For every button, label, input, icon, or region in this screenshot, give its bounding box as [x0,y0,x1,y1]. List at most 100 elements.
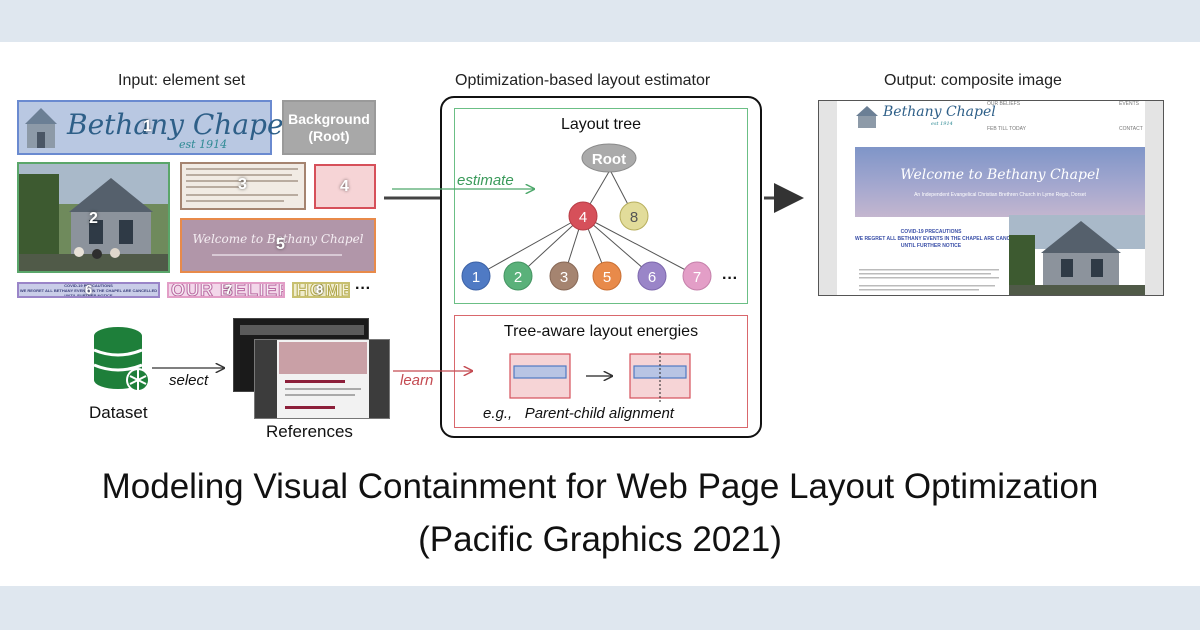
tree-leaf-3-label: 3 [560,269,568,286]
element-8-text: HOME [296,282,350,298]
output-covid-notice: COVID-19 PRECAUTIONS WE REGRET ALL BETHA… [855,229,1027,250]
tree-node-8 [619,201,649,231]
element-6-notice: COVID-19 PRECAUTIONS WE REGRET ALL BETHA… [17,282,160,298]
output-banner-title: Welcome to Bethany Chapel [900,167,1100,183]
reference-thumbnail-front [254,339,390,419]
energies-caption-text: Parent-child alignment [524,405,674,422]
background-root-element: Background (Root) [282,100,376,155]
estimator-section-title: Optimization-based layout estimator [455,72,711,89]
output-chapel-photo [1009,215,1145,295]
tree-leaf-2-label: 2 [514,269,522,286]
element-1-number: 1 [143,118,152,135]
energy-child-before [513,365,567,379]
background-bottom-band [0,586,1200,630]
reference-front-line-3 [285,394,355,396]
chapel-logo-icon [25,108,57,148]
reference-front-sidebar-left [255,340,277,418]
output-nav-3[interactable]: FEB TILL TODAY [987,126,1026,132]
figure-title-line-2: (Pacific Graphics 2021) [418,520,782,559]
element-6-line-1: COVID-19 PRECAUTIONS [64,283,113,288]
element-8-number: 8 [316,282,324,297]
element-7-text: OUR BELIEFS [170,282,283,298]
tree-leaf-6 [637,261,667,291]
tree-leaf-7-label: 7 [693,269,701,286]
energies-caption-eg: e.g., [483,405,513,422]
output-nav-2[interactable]: EVENTS [1119,101,1140,107]
dataset-label: Dataset [89,403,148,422]
element-4-number: 4 [340,178,349,195]
energies-title: Tree-aware layout energies [503,323,699,340]
elements-more-ellipsis: ··· [355,280,371,297]
tree-node-4-label: 4 [579,209,587,226]
element-6-line-2: WE REGRET ALL BETHANY EVENTS IN THE CHAP… [19,288,158,293]
output-section-title: Output: composite image [884,72,1062,89]
output-covid-line-3: UNTIL FURTHER NOTICE [900,243,962,249]
background-root-label: Background (Root) [288,110,370,144]
element-1-est-text: est 1914 [179,138,228,151]
paragraph-lines-image [186,168,298,202]
output-left-margin [819,101,837,295]
references-label: References [266,422,353,441]
element-8-nav-text: HOME 8 [292,282,350,298]
output-paragraph-lines [859,269,999,291]
energies-caption: e.g., Parent-child alignment [483,405,674,422]
output-covid-line-1: COVID-19 PRECAUTIONS [900,229,962,235]
element-5-banner: Welcome to Bethany Chapel 5 [180,218,376,273]
element-3-paragraph: 3 [180,162,306,210]
element-7-nav-text: OUR BELIEFS 7 [167,282,285,298]
reference-front-sidebar-right [369,340,389,418]
element-7-number: 7 [225,282,233,297]
element-1-logo-text: Bethany Chapel [67,108,293,141]
tree-leaf-5-label: 5 [603,269,611,286]
element-5-number: 5 [276,236,285,253]
tree-node-4 [568,201,598,231]
tree-leaf-7 [682,261,712,291]
output-nav-4[interactable]: CONTACT [1119,126,1143,132]
element-6-line-3: UNTIL FURTHER NOTICE [64,293,113,298]
tree-node-root-label: Root [592,151,626,168]
output-logo-text: Bethany Chapel [883,104,996,120]
output-covid-line-2: WE REGRET ALL BETHANY EVENTS IN THE CHAP… [855,236,1027,242]
tree-leaf-ellipsis: ··· [722,270,738,287]
output-right-margin [1145,101,1163,295]
element-5-subline [212,254,342,256]
reference-back-header [240,325,364,335]
output-logo-est: est 1914 [931,121,953,127]
output-chapel-logo-icon [856,106,878,128]
element-2-photo: 2 [17,162,170,273]
select-label: select [169,372,209,389]
output-banner: Welcome to Bethany Chapel An Independent… [855,147,1145,217]
tree-leaf-5 [592,261,622,291]
reference-front-line-1 [285,380,345,383]
tree-leaf-1 [461,261,491,291]
element-4-container: 4 [314,164,376,209]
figure-title-line-1: Modeling Visual Containment for Web Page… [101,467,1099,506]
output-banner-subtitle: An Independent Evangelical Christian Bre… [914,192,1086,198]
output-composite: Bethany Chapel est 1914 OUR BELIEFS EVEN… [818,100,1164,296]
background-top-band [0,0,1200,42]
tree-leaf-1-label: 1 [472,269,480,286]
database-icon [93,327,150,392]
tree-leaf-3 [549,261,579,291]
chapel-photo-image [19,164,168,271]
tree-node-8-label: 8 [630,209,638,226]
reference-front-line-2 [285,388,361,390]
element-6-number: 6 [85,282,93,297]
reference-front-line-4 [285,406,335,409]
estimate-label: estimate [457,172,514,189]
layout-tree-title: Layout tree [560,116,642,133]
tree-leaf-6-label: 6 [648,269,656,286]
layout-tree-box [454,108,748,304]
tree-leaf-2 [503,261,533,291]
element-3-number: 3 [238,176,247,193]
element-2-number: 2 [89,210,98,227]
reference-front-banner [279,342,367,374]
output-nav-1[interactable]: OUR BELIEFS [987,101,1021,107]
learn-label: learn [400,372,434,389]
element-6-text-block: COVID-19 PRECAUTIONS WE REGRET ALL BETHA… [19,283,158,298]
input-section-title: Input: element set [118,72,246,89]
tree-node-root [581,143,637,173]
element-1-logo: Bethany Chapel est 1914 1 [17,100,292,155]
element-5-banner-text: Welcome to Bethany Chapel [192,232,364,246]
